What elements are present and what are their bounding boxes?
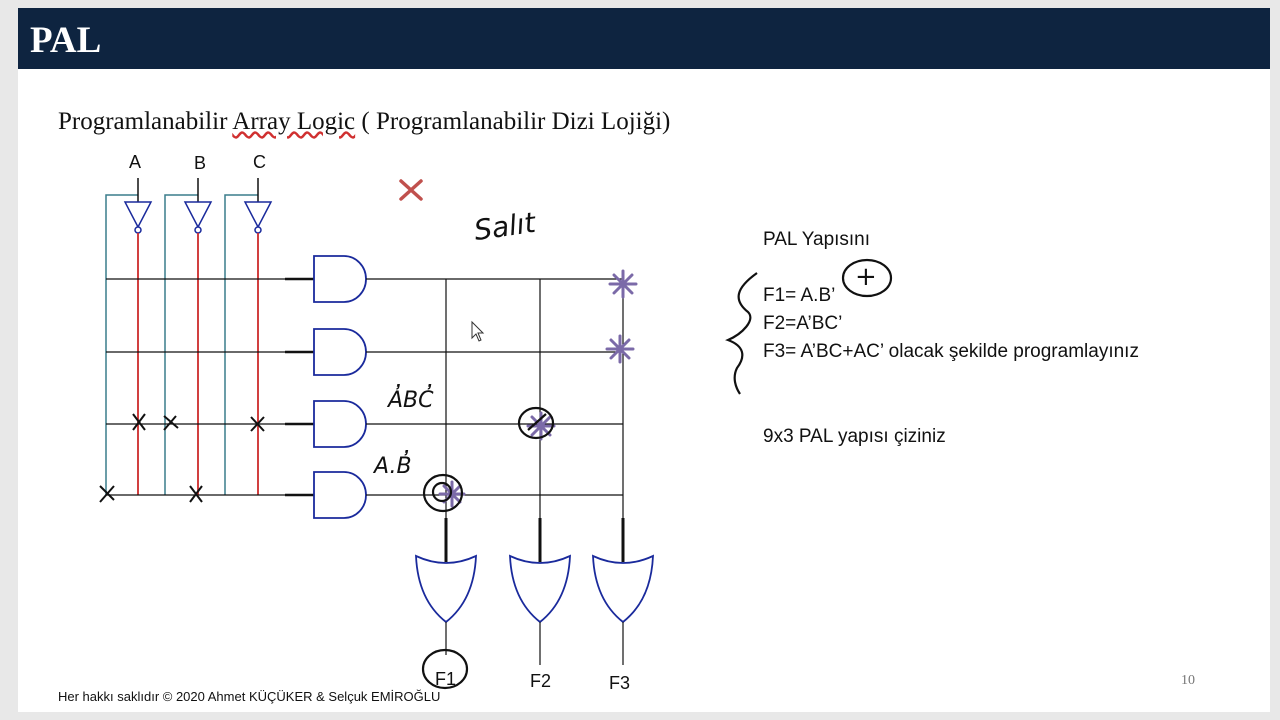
and-gate-1	[313, 255, 367, 303]
slide-title: PAL	[30, 20, 102, 61]
copyright-footer: Her hakkı saklıdır © 2020 Ahmet KÜÇÜKER …	[58, 689, 441, 704]
or-gates	[415, 554, 654, 624]
handwritten-plus: +	[855, 262, 877, 292]
and-gate-3	[313, 400, 367, 448]
slide-subtitle: Programlanabilir Array Logic ( Programla…	[58, 108, 670, 136]
title-bar: PAL	[18, 8, 1270, 69]
marker-star-4	[438, 480, 466, 508]
input-label-b: B	[194, 153, 207, 173]
cursor-icon	[471, 320, 485, 342]
marker-star-2	[605, 334, 635, 364]
handwritten-abc: A̓BC̓	[388, 388, 434, 413]
output-label-f3: F3	[609, 673, 631, 693]
output-label-f1: F1	[435, 669, 457, 689]
input-label-c: C	[253, 152, 266, 172]
output-label-f2: F2	[530, 671, 552, 691]
curly-brace	[725, 272, 758, 395]
inverters	[123, 178, 273, 234]
line-c-direct	[224, 194, 258, 495]
or-array-lines	[366, 278, 625, 562]
task-f3: F3= A’BC+AC’ olacak şekilde programlayın…	[763, 341, 1139, 362]
inverter-b	[183, 201, 213, 229]
inverter-a	[123, 201, 153, 229]
line-a-direct	[105, 194, 138, 495]
marker-star-1	[608, 269, 638, 299]
or-gate-3	[592, 554, 654, 624]
task-exercise: 9x3 PAL yapısı çiziniz	[763, 426, 946, 447]
purple-markers	[438, 269, 638, 508]
direct-input-lines	[105, 194, 258, 495]
inverter-c	[243, 201, 273, 229]
and-gate-4	[313, 471, 367, 519]
subtitle-spellcheck-marked: Array Logic	[232, 108, 356, 135]
task-heading: PAL Yapısını	[763, 229, 871, 250]
subtitle-part-2: ( Programlanabilir Dizi Lojiği)	[355, 108, 671, 135]
task-f2: F2=A’BC’	[763, 313, 843, 334]
page-number: 10	[1181, 673, 1195, 688]
inverted-input-lines	[137, 233, 259, 495]
task-f1: F1= A.B’	[763, 285, 836, 306]
handwritten-ab: A.B̓	[374, 454, 412, 479]
and-gates	[313, 255, 367, 519]
fuse-cross-marks	[99, 413, 265, 503]
hand-circles	[421, 258, 893, 690]
input-label-a: A	[129, 152, 142, 172]
and-gate-2	[313, 328, 367, 376]
output-lines	[445, 622, 624, 665]
marker-star-3	[526, 411, 556, 441]
or-gate-2	[509, 554, 571, 624]
subtitle-part-1: Programlanabilir	[58, 108, 233, 135]
or-gate-1	[415, 554, 477, 624]
red-cross-mark	[399, 179, 423, 201]
line-b-direct	[164, 194, 198, 495]
